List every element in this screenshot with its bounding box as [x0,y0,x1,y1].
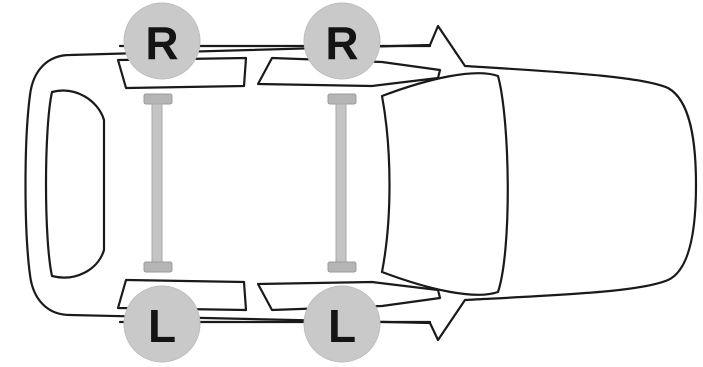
rear-seat-rod [143,93,173,273]
windshield [380,72,509,296]
badge-label: L [328,300,356,352]
badge-label: R [325,17,358,69]
badge-front-right: R [303,2,381,80]
rear-window [44,89,106,279]
badge-label: R [145,17,178,69]
badge-rear-left: L [123,285,201,363]
front-seat-rod [327,93,357,273]
badge-rear-right: R [123,2,201,80]
car-body-outline [24,24,698,342]
badge-label: L [148,300,176,352]
badge-front-left: L [303,285,381,363]
